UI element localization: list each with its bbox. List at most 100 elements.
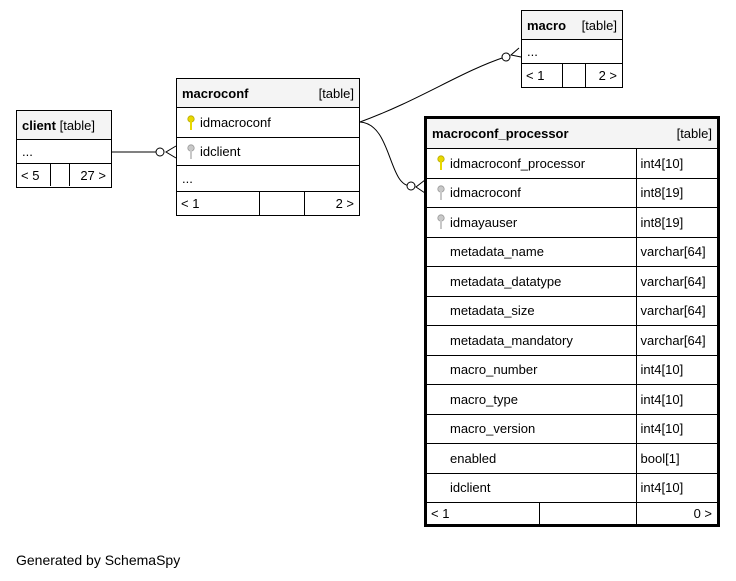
column-cell: idmayauser bbox=[427, 208, 636, 237]
column-cell: metadata_datatype bbox=[427, 267, 636, 296]
table-header: macroconf_processor [table] bbox=[427, 119, 717, 149]
table-row: idmacroconf_processor int4[10] bbox=[427, 149, 717, 179]
table-macroconf[interactable]: macroconf [table] idmacroconf idclient .… bbox=[176, 78, 360, 216]
column-name: idmacroconf bbox=[450, 185, 521, 201]
table-row: macro_version int4[10] bbox=[427, 414, 717, 444]
table-row: idclient bbox=[177, 138, 359, 166]
edge-macroconf-processor-crowfoot bbox=[415, 179, 426, 194]
column-type: int8[19] bbox=[635, 208, 717, 237]
ellipsis-row: ... bbox=[22, 144, 33, 159]
column-name: metadata_size bbox=[450, 303, 535, 319]
table-macroconf-processor[interactable]: macroconf_processor [table] idmacroconf_… bbox=[424, 116, 720, 527]
column-name: metadata_mandatory bbox=[450, 332, 573, 348]
table-row: metadata_size varchar[64] bbox=[427, 296, 717, 326]
parent-count[interactable]: < 1 bbox=[526, 68, 545, 83]
table-header: macro [table] bbox=[522, 11, 622, 40]
table-name: client bbox=[22, 117, 56, 133]
footer-spacer bbox=[50, 164, 70, 186]
table-row: ... bbox=[177, 166, 359, 192]
column-cell: metadata_name bbox=[427, 238, 636, 267]
column-type: bool[1] bbox=[635, 444, 717, 473]
table-kind: [table] bbox=[318, 85, 354, 101]
edge-macroconf-macro-crowfoot bbox=[509, 47, 522, 58]
column-name: metadata_name bbox=[450, 244, 544, 260]
column-cell: macro_type bbox=[427, 385, 636, 414]
edge-macroconf-processor bbox=[359, 121, 412, 187]
table-footer: < 1 0 > bbox=[427, 503, 717, 524]
column-type: varchar[64] bbox=[635, 267, 717, 296]
column-name: idclient bbox=[200, 144, 241, 159]
edge-macroconf-macro bbox=[359, 56, 506, 123]
table-row: ... bbox=[522, 40, 622, 64]
table-row: idclient int4[10] bbox=[427, 473, 717, 503]
table-header: macroconf [table] bbox=[177, 79, 359, 108]
table-row: metadata_datatype varchar[64] bbox=[427, 267, 717, 297]
parent-count[interactable]: < 1 bbox=[181, 196, 200, 211]
column-type: varchar[64] bbox=[635, 326, 717, 355]
table-client[interactable]: client [table] ... < 5 27 > bbox=[16, 110, 112, 188]
child-count[interactable]: 0 > bbox=[693, 506, 712, 521]
column-name: macro_type bbox=[450, 391, 518, 407]
column-name: idclient bbox=[450, 480, 491, 496]
edge-client-macroconf-crowfoot bbox=[165, 145, 177, 159]
column-cell: idclient bbox=[177, 138, 240, 165]
column-name: idmayauser bbox=[450, 214, 518, 230]
edge-macroconf-macro-optional-marker bbox=[501, 52, 511, 62]
table-row: idmacroconf bbox=[177, 108, 359, 138]
table-name: macro bbox=[527, 17, 567, 33]
column-name: macro_number bbox=[450, 362, 538, 378]
column-type: int8[19] bbox=[635, 178, 717, 207]
column-name: macro_version bbox=[450, 421, 536, 437]
column-cell: metadata_mandatory bbox=[427, 326, 636, 355]
column-type: varchar[64] bbox=[635, 296, 717, 325]
table-row: metadata_name varchar[64] bbox=[427, 237, 717, 267]
table-footer: < 1 2 > bbox=[177, 192, 359, 215]
column-cell: idclient bbox=[427, 474, 636, 503]
table-row: ... bbox=[17, 140, 111, 164]
child-count[interactable]: 2 > bbox=[335, 196, 354, 211]
table-footer: < 1 2 > bbox=[522, 64, 622, 87]
generated-by-label: Generated by SchemaSpy bbox=[16, 552, 181, 568]
table-kind: [table] bbox=[676, 126, 712, 141]
column-name: idmacroconf_processor bbox=[450, 155, 586, 171]
column-type: int4[10] bbox=[635, 473, 717, 502]
edge-client-macroconf-optional-marker bbox=[155, 147, 165, 157]
foreign-key-icon bbox=[432, 214, 450, 230]
column-cell: enabled bbox=[427, 444, 636, 473]
parent-count[interactable]: < 5 bbox=[21, 167, 40, 183]
primary-key-icon bbox=[432, 155, 450, 171]
column-name: enabled bbox=[450, 450, 497, 466]
footer-spacer bbox=[539, 503, 637, 524]
column-type: int4[10] bbox=[635, 385, 717, 414]
column-type: int4[10] bbox=[635, 414, 717, 443]
column-cell: idmacroconf_processor bbox=[427, 149, 636, 178]
ellipsis-row: ... bbox=[182, 171, 193, 186]
column-name: metadata_datatype bbox=[450, 273, 562, 289]
table-row: idmayauser int8[19] bbox=[427, 208, 717, 238]
column-name: idmacroconf bbox=[200, 115, 271, 130]
table-row: macro_type int4[10] bbox=[427, 385, 717, 415]
primary-key-icon bbox=[182, 114, 200, 131]
table-row: enabled bool[1] bbox=[427, 444, 717, 474]
table-macro[interactable]: macro [table] ... < 1 2 > bbox=[521, 10, 623, 88]
table-row: idmacroconf int8[19] bbox=[427, 178, 717, 208]
foreign-key-icon bbox=[432, 185, 450, 201]
table-name: macroconf bbox=[182, 85, 249, 101]
child-count[interactable]: 2 > bbox=[598, 68, 617, 83]
column-cell: metadata_size bbox=[427, 297, 636, 326]
column-type: varchar[64] bbox=[635, 237, 717, 266]
footer-spacer bbox=[259, 192, 305, 215]
footer-spacer bbox=[562, 64, 586, 87]
ellipsis-row: ... bbox=[527, 44, 538, 59]
table-name: macroconf_processor bbox=[432, 126, 569, 141]
parent-count[interactable]: < 1 bbox=[431, 506, 450, 521]
edge-macroconf-processor-optional-marker bbox=[406, 181, 416, 191]
column-type: int4[10] bbox=[635, 149, 717, 178]
column-cell: macro_version bbox=[427, 415, 636, 444]
table-kind: [table] bbox=[581, 17, 617, 33]
table-kind: [table] bbox=[59, 117, 96, 133]
child-count[interactable]: 27 > bbox=[80, 167, 106, 183]
